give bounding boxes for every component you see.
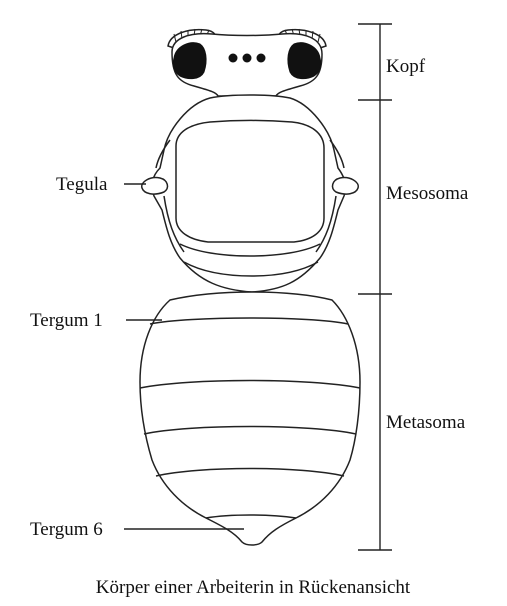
left-wing-base [155,139,171,169]
figure-caption: Körper einer Arbeiterin in Rückenansicht [96,577,411,598]
ocellus-middle [242,53,252,63]
scutellum [179,243,321,257]
label-tegula: Tegula [56,174,108,195]
right-wing-base [329,139,345,169]
label-tergum-1: Tergum 1 [30,310,103,331]
region-bracket [358,23,392,551]
right-compound-eye [287,42,322,80]
mesosoma-right-side [315,195,337,253]
ocellus-right [256,53,266,63]
right-tegula [331,176,359,195]
label-kopf: Kopf [386,56,426,77]
label-mesosoma: Mesosoma [386,183,469,204]
label-metasoma: Metasoma [386,412,466,433]
mesosoma-left-side [163,195,185,253]
tergum-border-4 [155,467,345,477]
tergum-border-1 [149,317,349,325]
head-capsule [171,32,323,97]
tergum-border-5 [205,514,297,519]
scutum [175,119,325,243]
ocellus-left [228,53,238,63]
tergum-border-3 [143,425,357,435]
head [167,28,327,97]
left-compound-eye [172,42,207,80]
label-tergum-6: Tergum 6 [30,519,103,540]
propodeum [183,261,319,277]
metasoma [139,291,361,546]
tergum-border-2 [139,379,361,389]
left-tegula [141,176,169,195]
mesosoma [141,94,359,293]
metasoma-outline [139,291,361,546]
